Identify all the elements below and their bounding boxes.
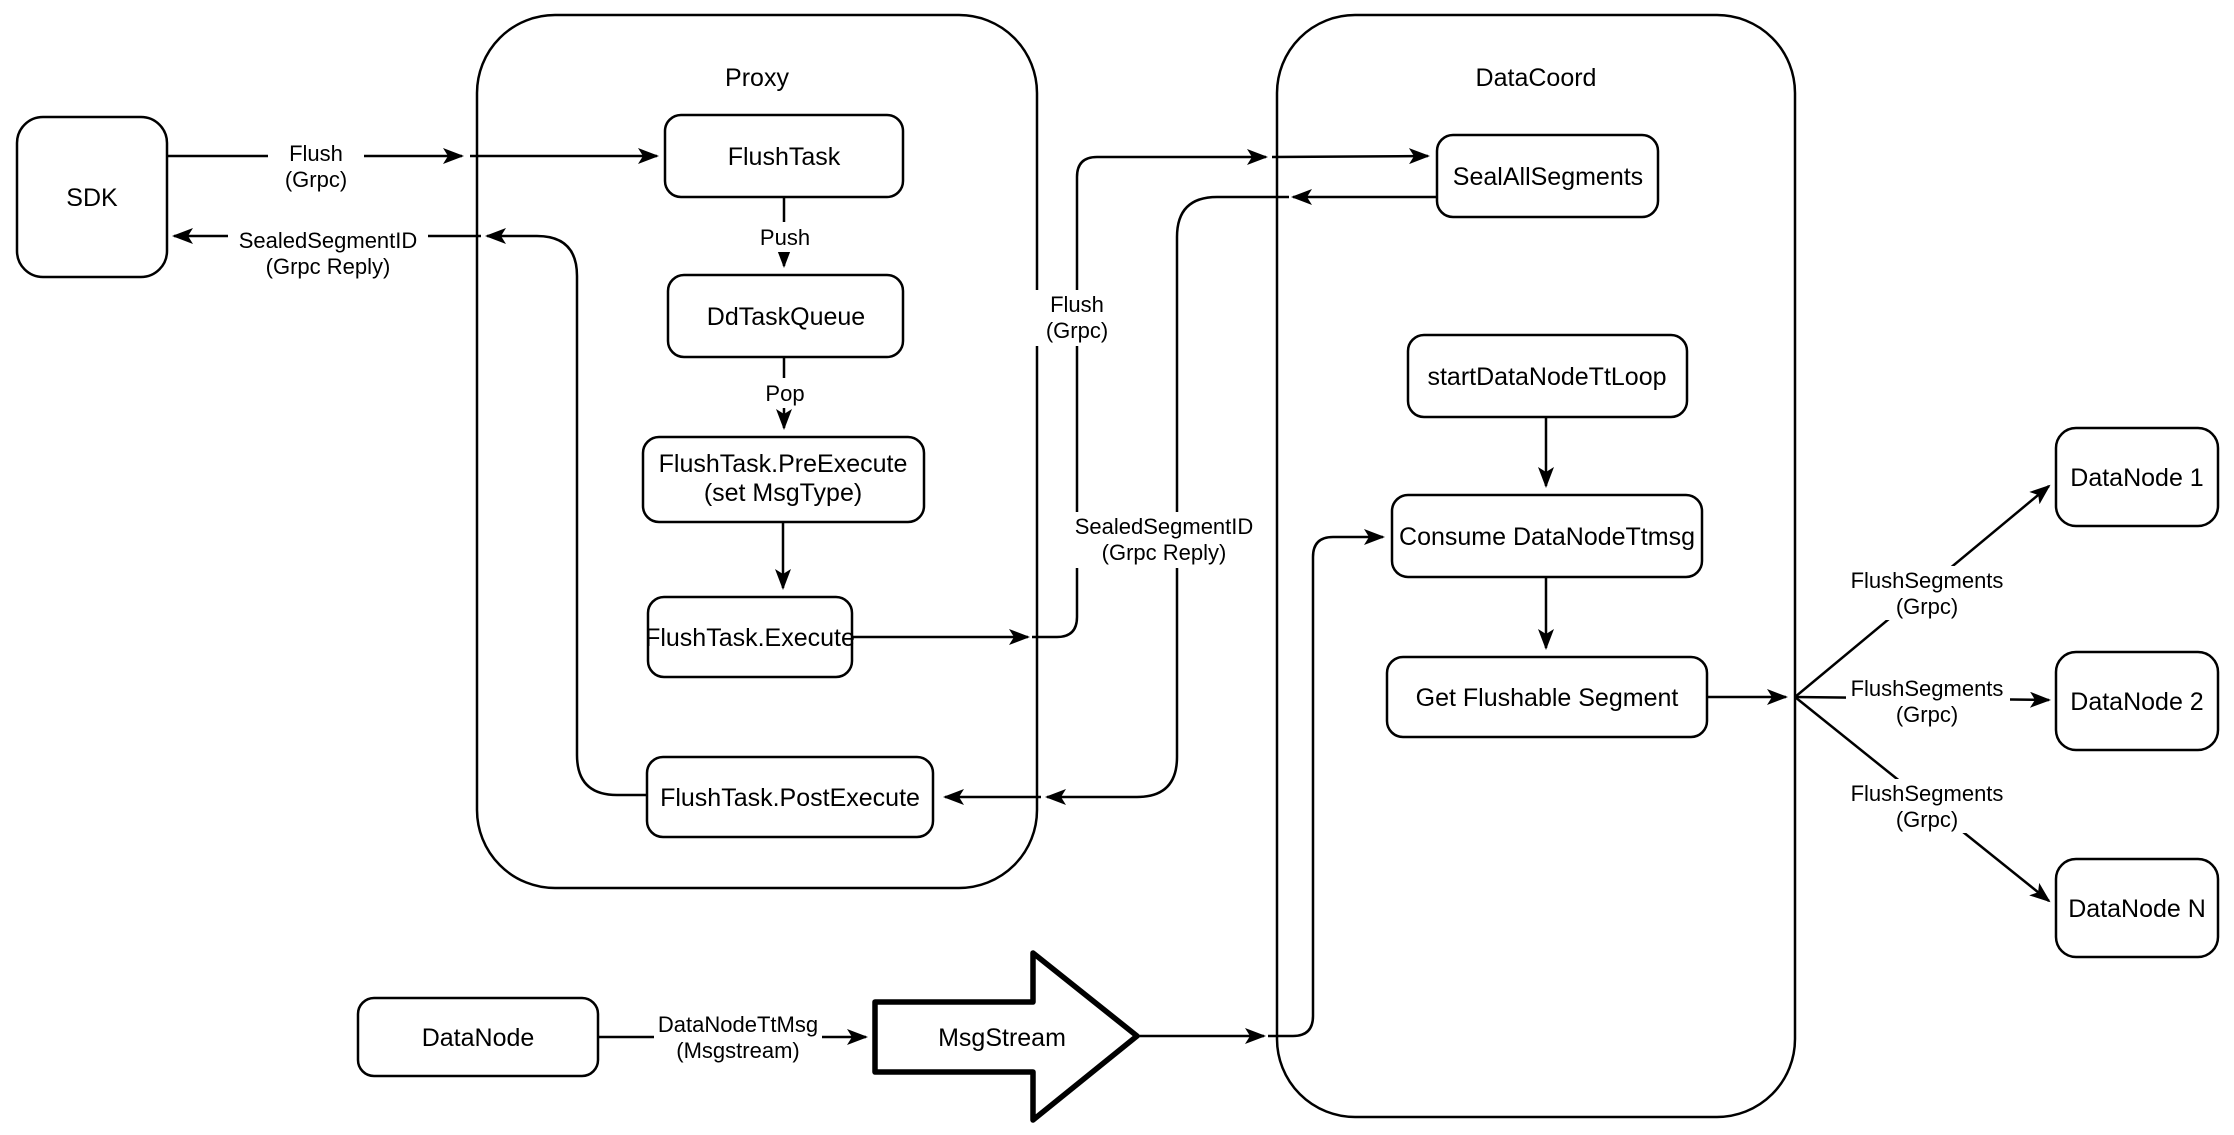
proxy-title: Proxy bbox=[725, 64, 789, 92]
edge-label-flushsegments-n: FlushSegments (Grpc) bbox=[1846, 779, 2010, 833]
edge-flush-riser-to-datacoord bbox=[1032, 149, 1268, 639]
node-consume-datanodettmsg: Consume DataNodeTtmsg bbox=[1390, 493, 1704, 579]
msgstream-block-arrow bbox=[872, 950, 1140, 1123]
svg-text:(Grpc Reply): (Grpc Reply) bbox=[1102, 540, 1227, 565]
svg-text:SDK: SDK bbox=[66, 184, 118, 212]
edge-label-sdk-reply: SealedSegmentID (Grpc Reply) bbox=[228, 224, 428, 279]
svg-text:FlushTask.Execute: FlushTask.Execute bbox=[645, 624, 855, 652]
edge-label-datanode-ttmsg: DataNodeTtMsg (Msgstream) bbox=[654, 1010, 822, 1066]
svg-text:Flush: Flush bbox=[289, 141, 343, 166]
svg-text:FlushTask.PostExecute: FlushTask.PostExecute bbox=[660, 784, 920, 812]
node-sealallsegments: SealAllSegments bbox=[1435, 133, 1660, 219]
svg-text:FlushTask.PreExecute: FlushTask.PreExecute bbox=[659, 450, 908, 478]
edge-label-sdk-flush: Flush (Grpc) bbox=[268, 140, 364, 194]
edge-label-pop: Pop bbox=[757, 378, 813, 408]
svg-text:DataNode 1: DataNode 1 bbox=[2070, 464, 2203, 492]
svg-text:(Msgstream): (Msgstream) bbox=[676, 1038, 799, 1063]
node-get-flushable-segment: Get Flushable Segment bbox=[1385, 655, 1709, 739]
svg-text:SealAllSegments: SealAllSegments bbox=[1453, 163, 1643, 191]
node-datanode-2: DataNode 2 bbox=[2054, 650, 2220, 752]
node-postexecute: FlushTask.PostExecute bbox=[645, 755, 935, 839]
svg-text:(Grpc): (Grpc) bbox=[1046, 318, 1108, 343]
container-proxy: Proxy bbox=[475, 13, 1039, 890]
edge-reply-riser-to-proxy bbox=[1045, 195, 1289, 805]
svg-text:FlushSegments: FlushSegments bbox=[1851, 568, 2004, 593]
svg-text:FlushSegments: FlushSegments bbox=[1851, 781, 2004, 806]
svg-text:Get Flushable Segment: Get Flushable Segment bbox=[1416, 684, 1679, 712]
svg-text:(Grpc): (Grpc) bbox=[1896, 594, 1958, 619]
edge-label-mid-reply: SealedSegmentID (Grpc Reply) bbox=[1068, 512, 1260, 568]
node-msgstream: MsgStream bbox=[872, 950, 1140, 1123]
node-flushtask: FlushTask bbox=[663, 113, 905, 199]
svg-text:Pop: Pop bbox=[765, 381, 804, 406]
svg-text:DataNodeTtMsg: DataNodeTtMsg bbox=[658, 1012, 818, 1037]
container-datacoord: DataCoord bbox=[1275, 13, 1797, 1119]
svg-text:DataNode: DataNode bbox=[422, 1024, 535, 1052]
svg-text:(Grpc Reply): (Grpc Reply) bbox=[266, 254, 391, 279]
svg-text:Consume DataNodeTtmsg: Consume DataNodeTtmsg bbox=[1399, 523, 1695, 551]
datacoord-title: DataCoord bbox=[1476, 64, 1597, 92]
svg-text:(Grpc): (Grpc) bbox=[1896, 702, 1958, 727]
node-preexecute: FlushTask.PreExecute (set MsgType) bbox=[641, 435, 926, 524]
svg-text:SealedSegmentID: SealedSegmentID bbox=[1075, 514, 1254, 539]
svg-text:(Grpc): (Grpc) bbox=[285, 167, 347, 192]
svg-text:(Grpc): (Grpc) bbox=[1896, 807, 1958, 832]
edge-datacoord-edge-to-consume bbox=[1268, 529, 1385, 1038]
node-datanode-1: DataNode 1 bbox=[2054, 426, 2220, 528]
edge-label-flushsegments-1: FlushSegments (Grpc) bbox=[1846, 566, 2010, 620]
svg-text:FlushTask: FlushTask bbox=[728, 143, 841, 171]
edge-label-flushsegments-2: FlushSegments (Grpc) bbox=[1846, 674, 2010, 728]
edge-postexecute-to-proxy-edge bbox=[485, 228, 647, 797]
svg-text:startDataNodeTtLoop: startDataNodeTtLoop bbox=[1427, 363, 1666, 391]
svg-text:DataNode 2: DataNode 2 bbox=[2070, 688, 2203, 716]
datacoord-outline bbox=[1275, 13, 1797, 1119]
proxy-outline bbox=[475, 13, 1039, 890]
node-ddtaskqueue: DdTaskQueue bbox=[666, 273, 905, 359]
svg-text:Flush: Flush bbox=[1050, 292, 1104, 317]
svg-text:Push: Push bbox=[760, 225, 810, 250]
node-datanode-n: DataNode N bbox=[2054, 857, 2220, 959]
node-execute: FlushTask.Execute bbox=[645, 595, 855, 679]
svg-text:(set MsgType): (set MsgType) bbox=[704, 479, 862, 507]
svg-text:DataNode N: DataNode N bbox=[2068, 895, 2206, 923]
svg-text:DdTaskQueue: DdTaskQueue bbox=[707, 303, 865, 331]
node-datanode: DataNode bbox=[356, 996, 600, 1078]
edge-datacoord-edge-to-sealall bbox=[1271, 148, 1430, 165]
edge-label-push: Push bbox=[754, 222, 816, 252]
edge-label-mid-flush: Flush (Grpc) bbox=[1028, 290, 1126, 346]
svg-text:SealedSegmentID: SealedSegmentID bbox=[239, 228, 418, 253]
svg-text:FlushSegments: FlushSegments bbox=[1851, 676, 2004, 701]
node-startdatanodettloop: startDataNodeTtLoop bbox=[1406, 333, 1689, 419]
svg-text:MsgStream: MsgStream bbox=[938, 1024, 1066, 1052]
node-sdk: SDK bbox=[15, 115, 169, 279]
